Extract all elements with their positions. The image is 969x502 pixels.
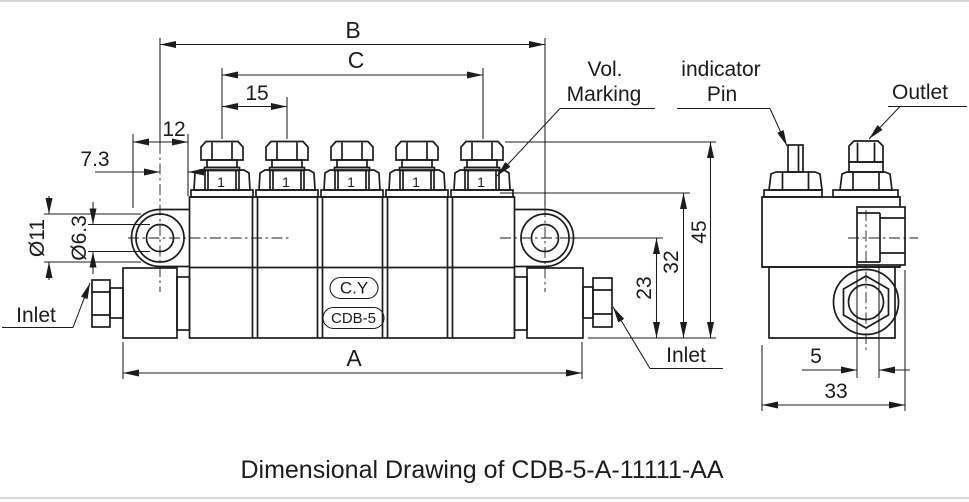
inlet-left-label: Inlet — [16, 304, 56, 327]
dimension-12: 12 — [132, 118, 189, 208]
dim-a-label: A — [346, 345, 362, 371]
front-view: 1 1 1 1 1 — [2, 17, 723, 379]
dim-7-3-label: 7.3 — [80, 148, 109, 171]
inlet-left-annotation: Inlet — [2, 282, 91, 329]
dim-33-label: 33 — [824, 380, 847, 403]
vol-marking-annotation: Vol. Marking — [496, 58, 655, 177]
unit-4-marking: 1 — [412, 174, 420, 190]
brand-stamp-text: C.Y — [340, 279, 368, 298]
model-stamp-text: CDB-5 — [331, 310, 376, 327]
inlet-right-label: Inlet — [666, 344, 706, 367]
dimension-b: B — [159, 17, 546, 206]
dimension-32: 32 — [500, 192, 690, 338]
inlet-right-annotation: Inlet — [612, 306, 723, 370]
dimension-dia6-3: Ø6.3 — [68, 202, 150, 274]
side-mounting-ear-plate — [856, 206, 906, 266]
side-centerlines — [848, 210, 918, 350]
dim-32-label: 32 — [660, 250, 683, 273]
indicator-pin-assembly — [768, 144, 823, 191]
brand-stamps: C.Y CDB-5 — [322, 276, 385, 330]
dimension-c: C — [221, 47, 484, 139]
dim-12-label: 12 — [162, 118, 185, 141]
dim-23-label: 23 — [633, 276, 656, 299]
dimension-15: 15 — [222, 82, 288, 139]
dim-15-label: 15 — [245, 82, 268, 105]
vol-marking-label-line1: Vol. — [587, 58, 622, 81]
dimension-a: A — [122, 342, 583, 379]
unit-1-marking: 1 — [217, 174, 225, 190]
unit-3-marking: 1 — [347, 174, 355, 190]
outlet-label: Outlet — [892, 81, 948, 104]
unit-5-marking: 1 — [477, 174, 485, 190]
dim-dia6-3-label: Ø6.3 — [68, 215, 91, 261]
centerlines — [128, 143, 560, 292]
manifold-body — [188, 196, 516, 339]
drawing-title: Dimensional Drawing of CDB-5-A-11111-AA — [240, 456, 723, 484]
left-inlet-fitting — [91, 267, 191, 339]
dim-c-label: C — [348, 47, 365, 73]
dim-45-label: 45 — [688, 220, 711, 243]
unit-2-marking: 1 — [282, 174, 290, 190]
outlet-annotation: Outlet — [868, 81, 967, 140]
indicator-pin-label-line2: Pin — [707, 83, 737, 106]
outlet-assembly — [839, 140, 893, 191]
dimension-7-3: 7.3 — [80, 148, 206, 176]
dim-5-label: 5 — [810, 345, 822, 368]
side-view: 5 33 indicator Pin Outlet — [677, 58, 967, 411]
dim-dia11-label: Ø11 — [26, 219, 49, 257]
indicator-pin-annotation: indicator Pin — [677, 58, 788, 147]
vol-marking-label-line2: Marking — [567, 83, 642, 106]
indicator-pin-label-line1: indicator — [681, 58, 760, 81]
dim-b-label: B — [345, 17, 360, 43]
right-inlet-fitting — [513, 267, 613, 339]
body-section-joints — [251, 197, 454, 338]
metering-units: 1 1 1 1 1 — [190, 140, 514, 198]
dimension-45: 45 — [505, 141, 716, 339]
dimension-23: 23 — [560, 237, 663, 338]
dimension-33: 33 — [761, 270, 906, 411]
